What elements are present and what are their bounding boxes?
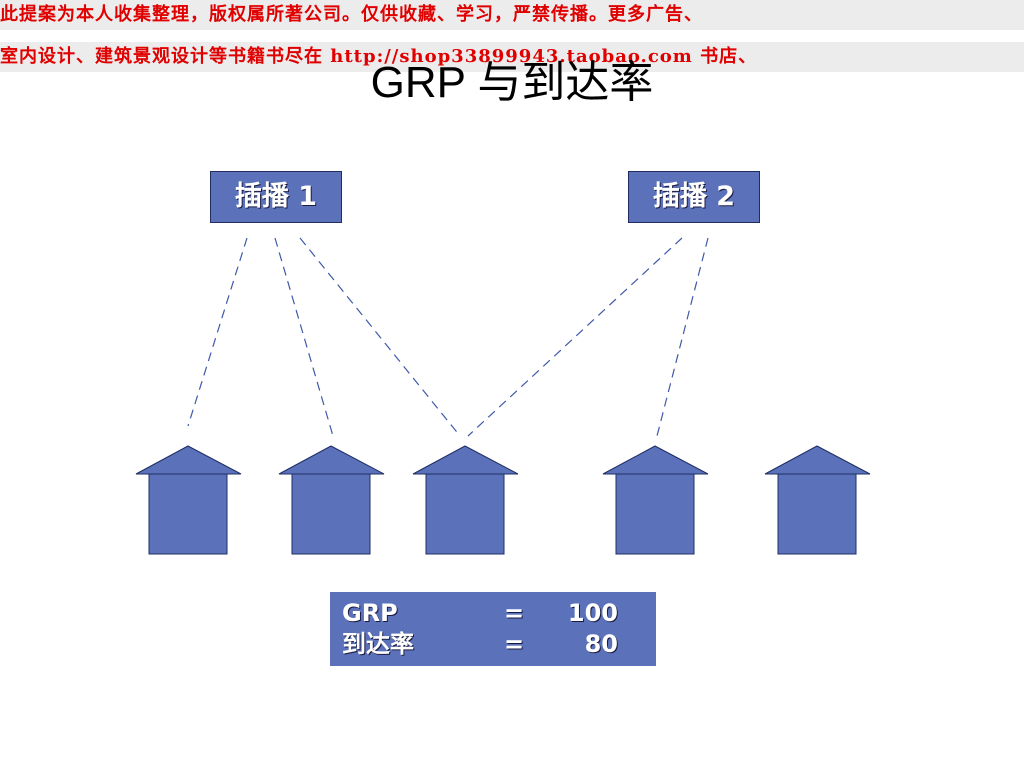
reach-equals: = bbox=[504, 630, 525, 658]
grp-value: 100 bbox=[567, 599, 618, 627]
grp-equals: = bbox=[504, 599, 525, 627]
ad-spot-2-box: 插播 2 bbox=[628, 171, 760, 223]
house-roof bbox=[412, 445, 519, 475]
house-roof bbox=[135, 445, 242, 475]
ad2-to-house4-line bbox=[656, 237, 709, 437]
watermark-banner-top: 此提案为本人收集整理，版权属所著公司。仅供收藏、学习，严禁传播。更多广告、 bbox=[0, 0, 1024, 30]
watermark-banner-second: 室内设计、建筑景观设计等书籍书尽在 http://shop33899943.ta… bbox=[0, 42, 1024, 72]
reach-value: 80 bbox=[584, 630, 618, 658]
connection-lines bbox=[187, 237, 709, 437]
house-body bbox=[291, 473, 371, 555]
watermark-text-line1: 此提案为本人收集整理，版权属所著公司。仅供收藏、学习，严禁传播。更多广告、 bbox=[0, 4, 703, 25]
ad2-to-house3-line bbox=[467, 237, 683, 437]
ad1-to-house1-line bbox=[187, 237, 248, 427]
reach-label: 到达率 bbox=[342, 630, 414, 658]
grp-row: GRP = 100 bbox=[342, 597, 642, 629]
ad-spot-1-box: 插播 1 bbox=[210, 171, 342, 223]
house-roof bbox=[602, 445, 709, 475]
house-body bbox=[777, 473, 857, 555]
house-body bbox=[615, 473, 695, 555]
grp-label: GRP bbox=[342, 599, 398, 627]
house-3 bbox=[412, 445, 519, 555]
ad1-to-house3-line bbox=[299, 237, 461, 437]
slide-title: GRP 与到达率 bbox=[370, 58, 654, 107]
house-body bbox=[425, 473, 505, 555]
house-2 bbox=[278, 445, 385, 555]
house-roof bbox=[278, 445, 385, 475]
ad-spot-2-label: 插播 2 bbox=[652, 181, 736, 212]
house-4 bbox=[602, 445, 709, 555]
watermark-text-line2: 室内设计、建筑景观设计等书籍书尽在 http://shop33899943.ta… bbox=[0, 46, 758, 67]
grp-reach-summary: GRP = 100 到达率 = 80 bbox=[330, 592, 656, 666]
house-body bbox=[148, 473, 228, 555]
house-5 bbox=[764, 445, 871, 555]
ad-spot-1-label: 插播 1 bbox=[234, 181, 318, 212]
house-1 bbox=[135, 445, 242, 555]
reach-row: 到达率 = 80 bbox=[342, 628, 642, 660]
ad1-to-house2-line bbox=[274, 237, 334, 437]
house-roof bbox=[764, 445, 871, 475]
